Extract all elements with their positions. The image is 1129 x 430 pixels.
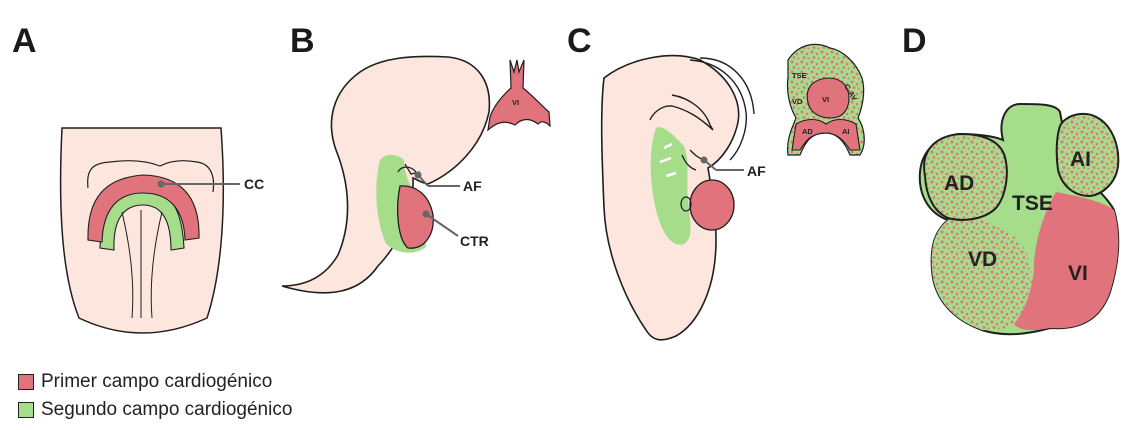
legend-label-first-field: Primer campo cardiogénico bbox=[41, 371, 272, 393]
panel-d: D AD AI TSE VD VI bbox=[902, 22, 1118, 334]
af-label-b: AF bbox=[463, 178, 482, 194]
vi-label: VI bbox=[1068, 262, 1088, 285]
inset-c-vd-label: VD bbox=[792, 97, 803, 106]
inset-b-vi-label: VI bbox=[512, 98, 519, 107]
legend-swatch-first-field bbox=[18, 374, 34, 390]
legend-label-second-field: Segundo campo cardiogénico bbox=[41, 399, 292, 421]
heart-tube-c bbox=[690, 180, 734, 230]
legend-item-second-field: Segundo campo cardiogénico bbox=[18, 399, 292, 421]
panel-c-letter: C bbox=[567, 22, 592, 60]
panel-c: C TSE C-AV VD VI AD AI AF bbox=[567, 22, 864, 340]
cc-leader-dot bbox=[158, 181, 165, 188]
ctr-label: CTR bbox=[460, 233, 489, 249]
vd-label: VD bbox=[968, 248, 997, 271]
inset-c-vi-label: VI bbox=[822, 95, 829, 104]
legend-swatch-second-field bbox=[18, 402, 34, 418]
af-label-c: AF bbox=[747, 163, 766, 179]
af-leader-b-dot bbox=[415, 172, 422, 179]
panel-d-letter: D bbox=[902, 22, 927, 60]
ctr-leader-dot bbox=[423, 211, 430, 218]
cc-label: CC bbox=[244, 176, 264, 192]
panel-b: B VI AF CTR bbox=[282, 22, 550, 293]
af-leader-c-dot bbox=[701, 157, 708, 164]
inset-c-ad-label: AD bbox=[802, 127, 813, 136]
panel-a: A CC bbox=[12, 22, 264, 333]
inset-b-heart bbox=[488, 60, 550, 130]
panel-a-letter: A bbox=[12, 22, 37, 60]
ad-label: AD bbox=[944, 172, 974, 195]
tse-label: TSE bbox=[1012, 192, 1053, 215]
legend-item-first-field: Primer campo cardiogénico bbox=[18, 371, 272, 393]
panel-b-letter: B bbox=[290, 22, 315, 60]
inset-c-ai-label: AI bbox=[842, 127, 850, 136]
heart-tube-ctr bbox=[398, 186, 434, 248]
ai-label: AI bbox=[1070, 148, 1091, 171]
inset-c-tse-label: TSE bbox=[792, 71, 807, 80]
